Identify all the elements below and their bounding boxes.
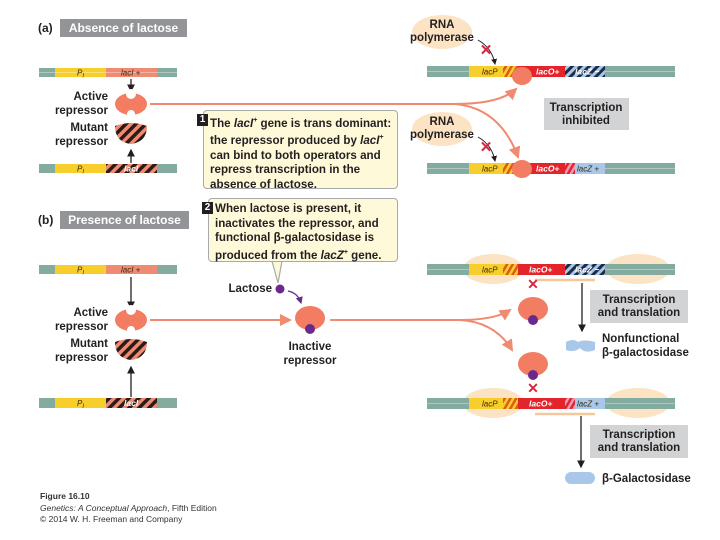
svg-text:lacO+: lacO+ bbox=[529, 399, 552, 409]
bound-repressor bbox=[512, 160, 532, 178]
inactive-repressor bbox=[295, 306, 325, 334]
svg-text:lacP: lacP bbox=[482, 266, 498, 275]
mutant-repressor-b bbox=[115, 339, 147, 360]
svg-text:lacP: lacP bbox=[482, 165, 498, 174]
svg-text:lacI +: lacI + bbox=[121, 69, 141, 78]
blocked-x-icon: ✕ bbox=[480, 139, 493, 156]
nonfunctional-protein bbox=[566, 340, 595, 352]
dna-laci-minus-b: PI lacI bbox=[39, 398, 177, 410]
label-beta-galactosidase: β-Galactosidase bbox=[602, 473, 691, 485]
blocked-x-icon: ✕ bbox=[527, 380, 539, 396]
svg-text:lacZ +: lacZ + bbox=[577, 400, 599, 409]
dna-operon-a1: lacP lacO+ lacZ − bbox=[427, 66, 675, 85]
note-2: 2 When lactose is present, it inactivate… bbox=[202, 198, 398, 262]
svg-text:PI: PI bbox=[77, 69, 84, 80]
svg-text:lacO+: lacO+ bbox=[529, 265, 552, 275]
active-repressor-b bbox=[115, 305, 147, 334]
arrow-to-operator-1 bbox=[150, 87, 518, 105]
dna-operon-b2: lacP lacO+ lacZ + bbox=[427, 388, 675, 418]
svg-text:lacO+: lacO+ bbox=[536, 164, 559, 174]
panel-b-title: Presence of lactose bbox=[60, 211, 189, 229]
arrow-to-operator-2 bbox=[454, 103, 521, 159]
svg-text:PI: PI bbox=[77, 266, 84, 277]
svg-text:lacO+: lacO+ bbox=[536, 67, 559, 77]
figure-number: Figure 16.10 bbox=[40, 491, 90, 501]
active-repressor-a bbox=[115, 89, 147, 118]
svg-text:lacI: lacI bbox=[124, 164, 139, 174]
panel-a-title: Absence of lactose bbox=[60, 19, 187, 37]
blocked-x-icon: ✕ bbox=[480, 42, 493, 59]
figure-source: Genetics: A Conceptual Approach, Fifth E… bbox=[40, 503, 217, 513]
mutant-repressor-a bbox=[115, 123, 147, 144]
note-1: 1 The lacI+ gene is trans dominant: the … bbox=[197, 110, 398, 191]
blocked-x-icon: ✕ bbox=[527, 276, 539, 292]
inactive-repressor-b1 bbox=[518, 297, 548, 325]
dna-operon-b1: lacP lacO+ lacZ − bbox=[427, 254, 675, 284]
svg-text:lacZ −: lacZ − bbox=[575, 265, 599, 275]
svg-text:PI: PI bbox=[77, 399, 84, 410]
svg-text:PI: PI bbox=[77, 165, 84, 176]
label-lactose: Lactose bbox=[229, 283, 272, 295]
figure-copyright: © 2014 W. H. Freeman and Company bbox=[40, 514, 183, 524]
dna-laci-plus-b: PI lacI + bbox=[39, 265, 177, 277]
panel-b-letter: (b) bbox=[38, 213, 54, 227]
dna-operon-a2: lacP lacO+ lacZ + bbox=[427, 160, 675, 178]
panel-a-letter: (a) bbox=[38, 21, 53, 35]
dna-laci-minus-a: PI lacI bbox=[39, 164, 177, 176]
svg-text:lacI: lacI bbox=[124, 398, 139, 408]
svg-text:lacP: lacP bbox=[482, 68, 498, 77]
svg-text:lacZ −: lacZ − bbox=[575, 67, 599, 77]
bound-repressor bbox=[512, 67, 532, 85]
beta-galactosidase-protein bbox=[565, 472, 595, 484]
svg-text:lacZ +: lacZ + bbox=[577, 165, 599, 174]
svg-text:lacI +: lacI + bbox=[121, 266, 141, 275]
dna-laci-plus-a: PI lacI + bbox=[39, 68, 177, 80]
lactose-molecule bbox=[275, 284, 285, 294]
inactive-repressor-b2 bbox=[518, 352, 548, 380]
svg-text:lacP: lacP bbox=[482, 400, 498, 409]
